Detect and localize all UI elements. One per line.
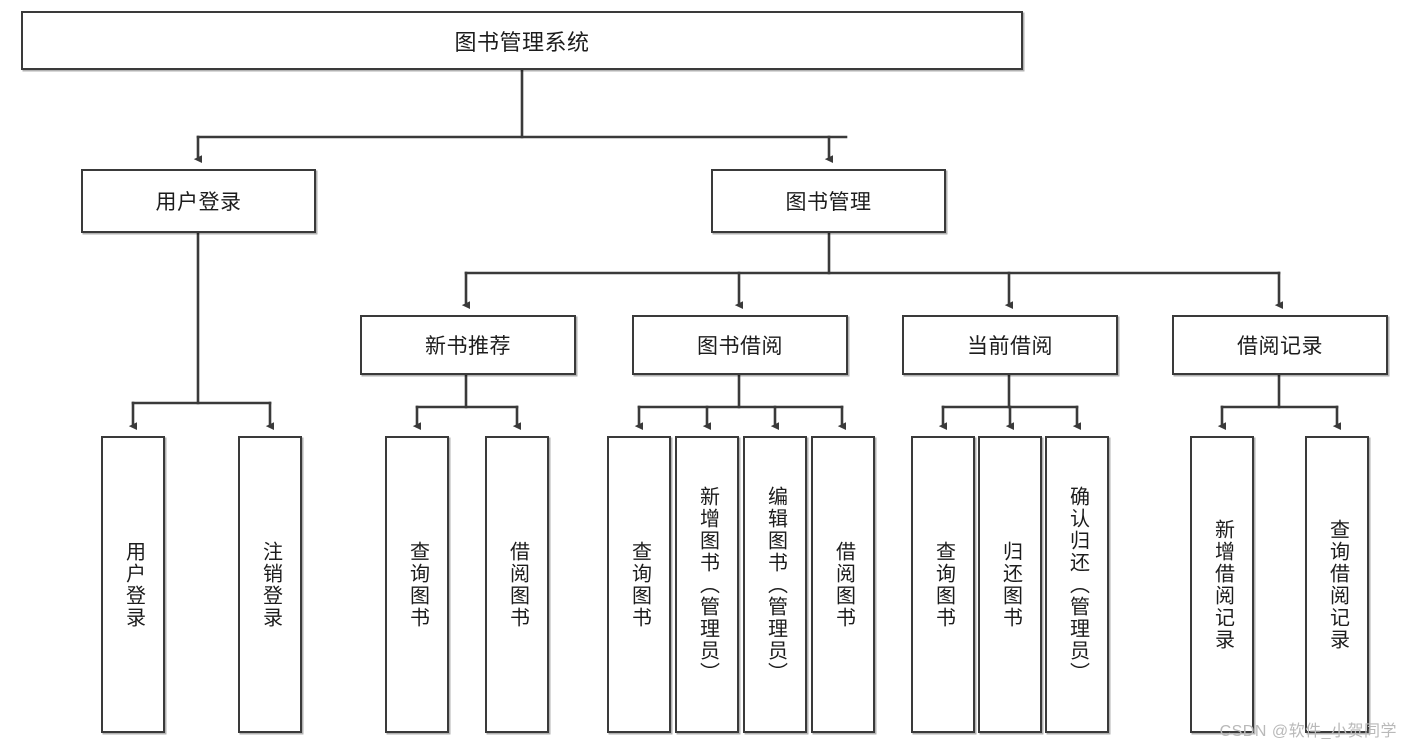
leaf-bb-borrow-book-label: 借阅图书 xyxy=(832,540,855,629)
node-book-manage-label: 图书管理 xyxy=(785,191,872,214)
leaf-br-query-record[interactable]: 查询借阅记录 xyxy=(1305,436,1369,733)
leaf-bb-query-book[interactable]: 查询图书 xyxy=(607,436,671,733)
leaf-cb-query-book[interactable]: 查询图书 xyxy=(911,436,975,733)
node-current-borrow-label: 当前借阅 xyxy=(967,335,1053,358)
leaf-cb-return-book[interactable]: 归还图书 xyxy=(978,436,1042,733)
leaf-cb-return-book-label: 归还图书 xyxy=(999,540,1022,629)
leaf-nb-query-book-label: 查询图书 xyxy=(406,540,429,629)
node-book-borrow-label: 图书借阅 xyxy=(697,335,783,358)
leaf-bb-edit-book[interactable]: 编辑图书（管理员） xyxy=(743,436,807,733)
leaf-cb-query-book-label: 查询图书 xyxy=(932,540,955,629)
node-user-login-label: 用户登录 xyxy=(155,191,242,214)
leaf-bb-edit-book-label: 编辑图书（管理员） xyxy=(764,485,787,684)
node-root-label: 图书管理系统 xyxy=(454,29,590,55)
node-book-manage[interactable]: 图书管理 xyxy=(711,169,946,233)
node-new-book-recommend[interactable]: 新书推荐 xyxy=(360,315,576,375)
node-book-borrow[interactable]: 图书借阅 xyxy=(632,315,848,375)
leaf-nb-borrow-book[interactable]: 借阅图书 xyxy=(485,436,549,733)
node-borrow-record[interactable]: 借阅记录 xyxy=(1172,315,1388,375)
node-new-book-recommend-label: 新书推荐 xyxy=(425,335,511,358)
leaf-bb-borrow-book[interactable]: 借阅图书 xyxy=(811,436,875,733)
leaf-bb-add-book-label: 新增图书（管理员） xyxy=(696,485,719,684)
node-root[interactable]: 图书管理系统 xyxy=(21,11,1023,70)
leaf-br-add-record[interactable]: 新增借阅记录 xyxy=(1190,436,1254,733)
leaf-bb-add-book[interactable]: 新增图书（管理员） xyxy=(675,436,739,733)
leaf-nb-query-book[interactable]: 查询图书 xyxy=(385,436,449,733)
node-current-borrow[interactable]: 当前借阅 xyxy=(902,315,1118,375)
node-user-login[interactable]: 用户登录 xyxy=(81,169,316,233)
leaf-bb-query-book-label: 查询图书 xyxy=(628,540,651,629)
leaf-cb-confirm-return-label: 确认归还（管理员） xyxy=(1066,485,1089,684)
leaf-logout[interactable]: 注销登录 xyxy=(238,436,302,733)
leaf-user-login[interactable]: 用户登录 xyxy=(101,436,165,733)
leaf-nb-borrow-book-label: 借阅图书 xyxy=(506,540,529,629)
leaf-cb-confirm-return[interactable]: 确认归还（管理员） xyxy=(1045,436,1109,733)
leaf-logout-label: 注销登录 xyxy=(259,540,282,629)
leaf-br-query-record-label: 查询借阅记录 xyxy=(1326,518,1349,651)
leaf-br-add-record-label: 新增借阅记录 xyxy=(1211,518,1234,651)
node-borrow-record-label: 借阅记录 xyxy=(1237,335,1323,358)
leaf-user-login-label: 用户登录 xyxy=(122,540,145,629)
